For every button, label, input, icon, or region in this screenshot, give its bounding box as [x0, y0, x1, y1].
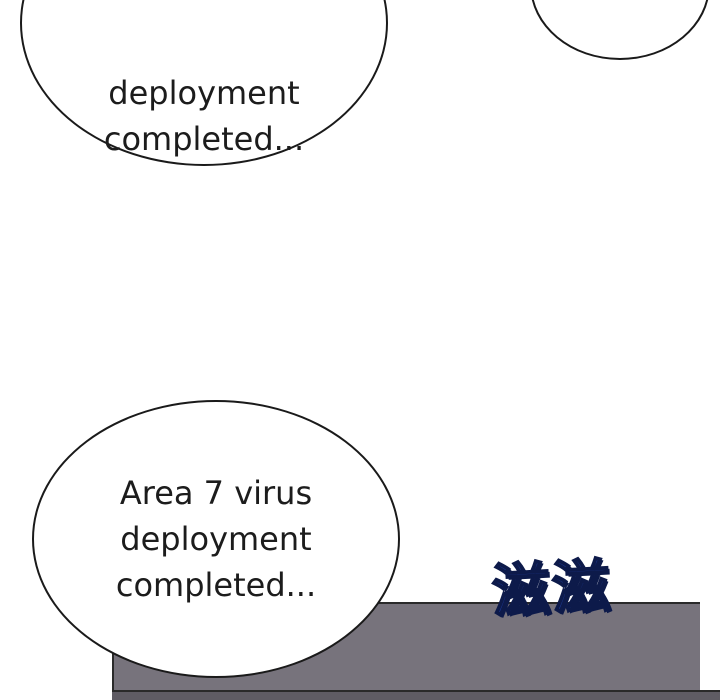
- speech-line: deployment: [108, 74, 300, 112]
- speech-bubble-bottom: Area 7 virus deployment completed...: [32, 400, 400, 678]
- speech-bubble-text: Area 7 virus deployment completed...: [116, 470, 316, 608]
- speech-line: completed...: [103, 120, 305, 158]
- speech-bubble-text: deployment completed...: [104, 70, 304, 162]
- speech-line: Area 7 virus: [119, 474, 313, 512]
- speech-line: deployment: [120, 520, 312, 558]
- speech-line: completed...: [115, 566, 317, 604]
- speech-bubble-top-left: deployment completed...: [20, 0, 388, 166]
- metal-surface-edge: [112, 690, 720, 700]
- speech-bubble-top-right: [530, 0, 710, 60]
- sound-effect-text: 滋滋: [490, 551, 615, 627]
